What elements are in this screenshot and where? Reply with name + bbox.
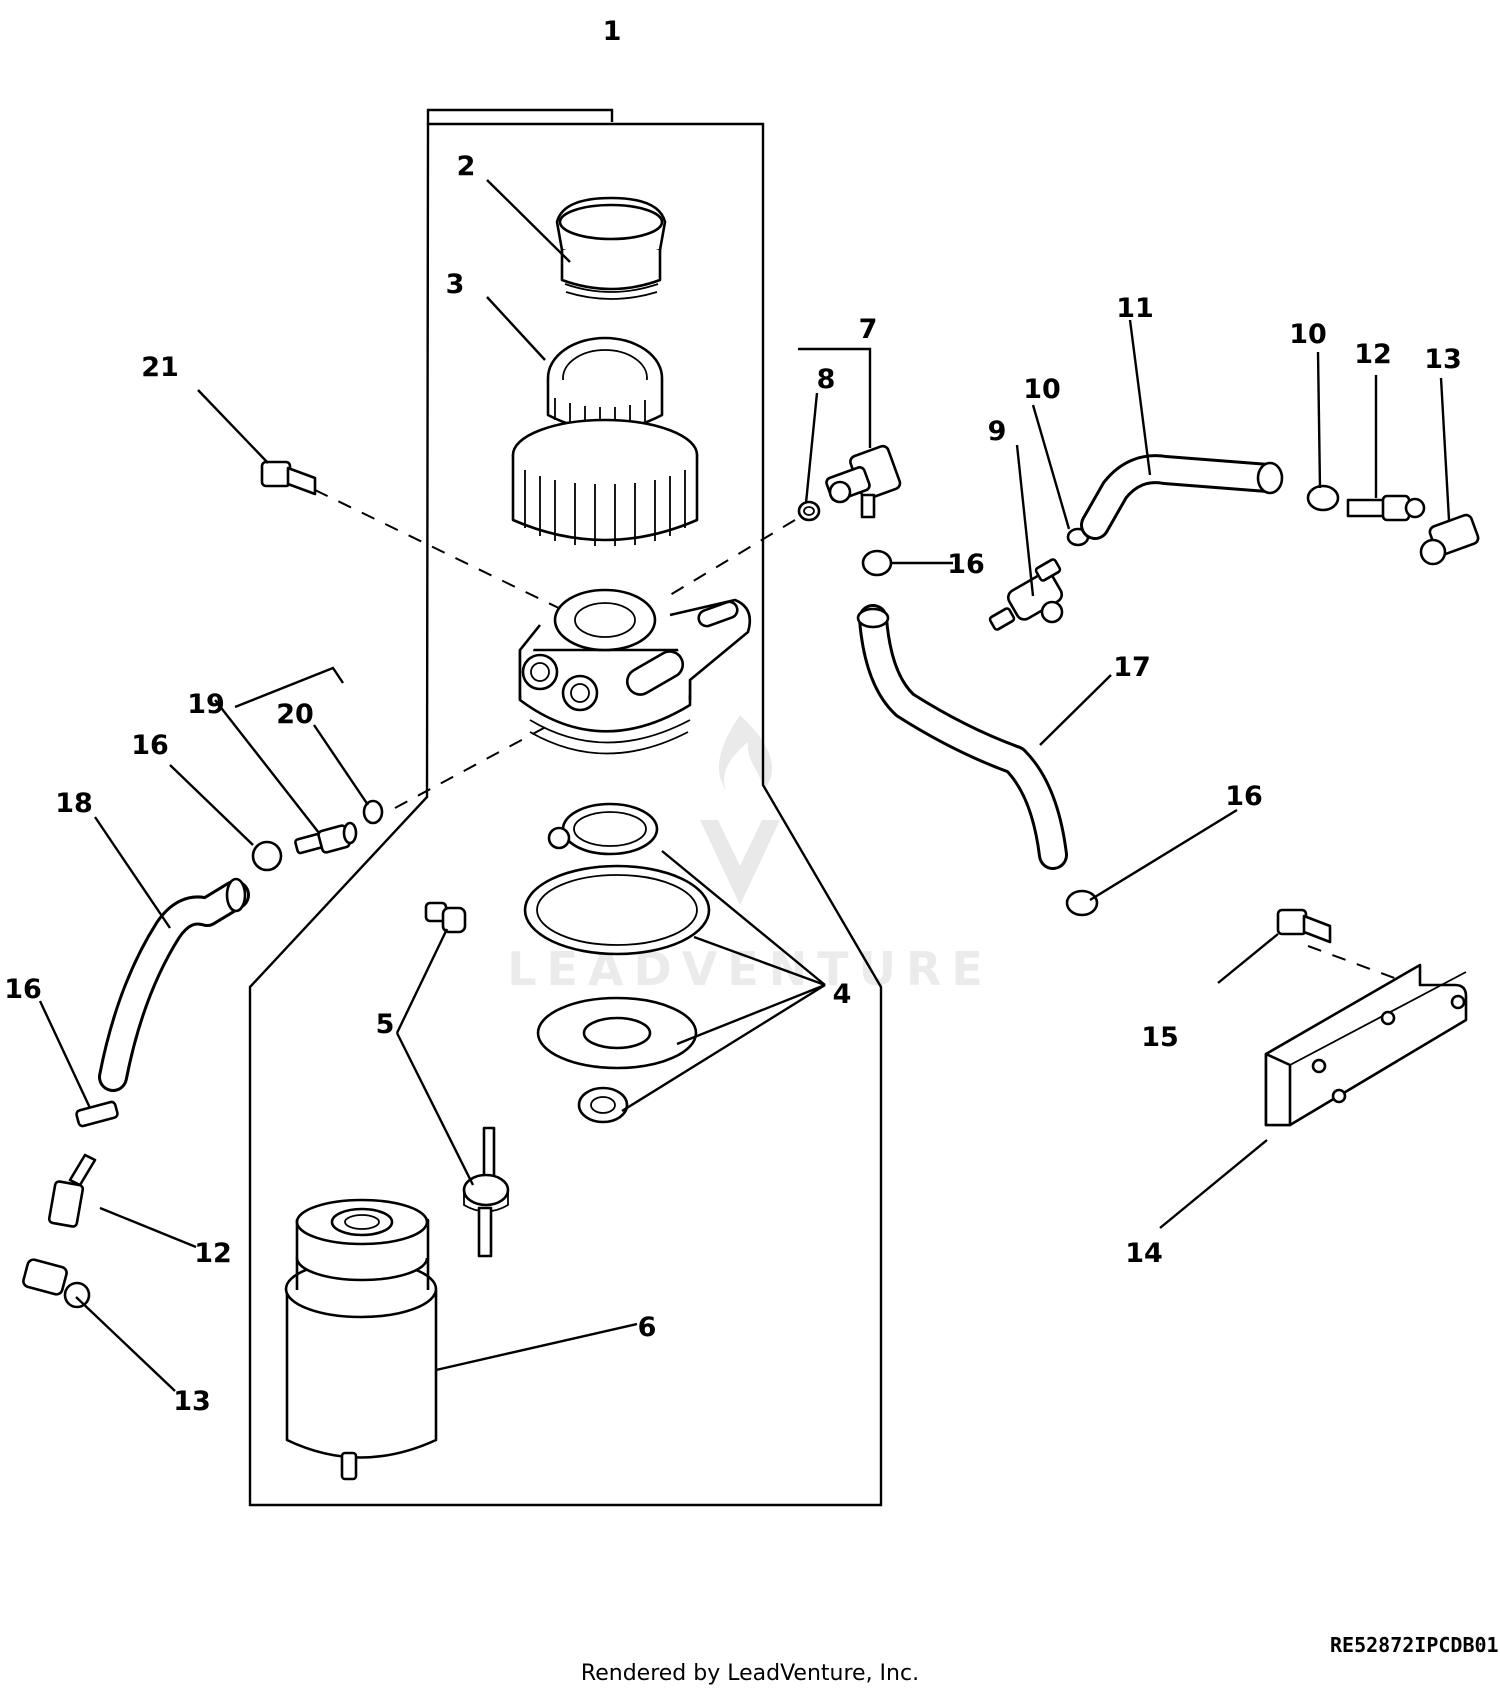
- callout-12: 12: [194, 1238, 232, 1269]
- watermark-v-icon: [700, 820, 780, 905]
- callout-21: 21: [141, 352, 179, 383]
- part-2-cap: [555, 196, 667, 300]
- filter-head: [518, 588, 752, 755]
- explode-lines: [314, 489, 1401, 981]
- callout-19: 19: [187, 689, 225, 720]
- part-7-elbow: [825, 444, 902, 519]
- callout-12: 12: [1354, 339, 1392, 370]
- leader-lines: [38, 179, 1451, 1392]
- rendered-by-credit: Rendered by LeadVenture, Inc.: [581, 1661, 919, 1686]
- callout-14: 14: [1125, 1238, 1163, 1269]
- callout-18: 18: [55, 788, 93, 819]
- part-10-clamps: [1066, 484, 1340, 547]
- callout-10: 10: [1289, 319, 1327, 350]
- watermark: LEADVENTURE: [507, 715, 983, 996]
- part-12-barbs: [47, 494, 1426, 1228]
- part-14-bracket: [1264, 963, 1468, 1127]
- drawing-id: RE52872IPCDB01: [1330, 1633, 1499, 1657]
- part-4-seal-kit: [523, 802, 711, 1124]
- callout-17: 17: [1113, 652, 1151, 683]
- watermark-flame-icon: [718, 715, 772, 790]
- part-9-tee: [988, 558, 1064, 631]
- part-8-o-ring: [797, 500, 821, 522]
- callout-11: 11: [1116, 293, 1154, 324]
- callout-2: 2: [457, 151, 476, 182]
- part-13-elbows: [22, 513, 1480, 1309]
- assembly-1-outline: [248, 108, 883, 1507]
- callout-9: 9: [988, 416, 1007, 447]
- part-15-bolt: [1276, 908, 1332, 944]
- part-6-filter-element: [284, 1198, 438, 1481]
- callout-8: 8: [817, 364, 836, 395]
- callout-16: 16: [4, 974, 42, 1005]
- callout-15: 15: [1141, 1022, 1179, 1053]
- part-3-bowl-ring: [511, 336, 699, 546]
- part-21-bolt: [260, 460, 317, 496]
- callout-16: 16: [947, 549, 985, 580]
- part-19-20-fitting: [294, 799, 384, 855]
- callout-numbers: 1 2 3 21 7 8 9 10 11 10 12 13 16 17 16 1…: [4, 16, 1462, 1417]
- part-17-hose: [856, 604, 1068, 870]
- callout-16: 16: [1225, 781, 1263, 812]
- callout-1: 1: [603, 16, 622, 47]
- callout-13: 13: [173, 1386, 211, 1417]
- callout-3: 3: [446, 269, 465, 300]
- callout-13: 13: [1424, 344, 1462, 375]
- part-16-clamps: [75, 549, 1099, 1128]
- part-18-hose: [98, 877, 250, 1092]
- callout-20: 20: [276, 699, 314, 730]
- part-11-hose: [1080, 454, 1284, 540]
- part-5-drain: [424, 901, 510, 1258]
- callout-10: 10: [1023, 374, 1061, 405]
- callout-5: 5: [376, 1009, 395, 1040]
- callout-4: 4: [833, 979, 852, 1010]
- callout-7: 7: [859, 314, 878, 345]
- callout-16: 16: [131, 730, 169, 761]
- callout-6: 6: [638, 1312, 657, 1343]
